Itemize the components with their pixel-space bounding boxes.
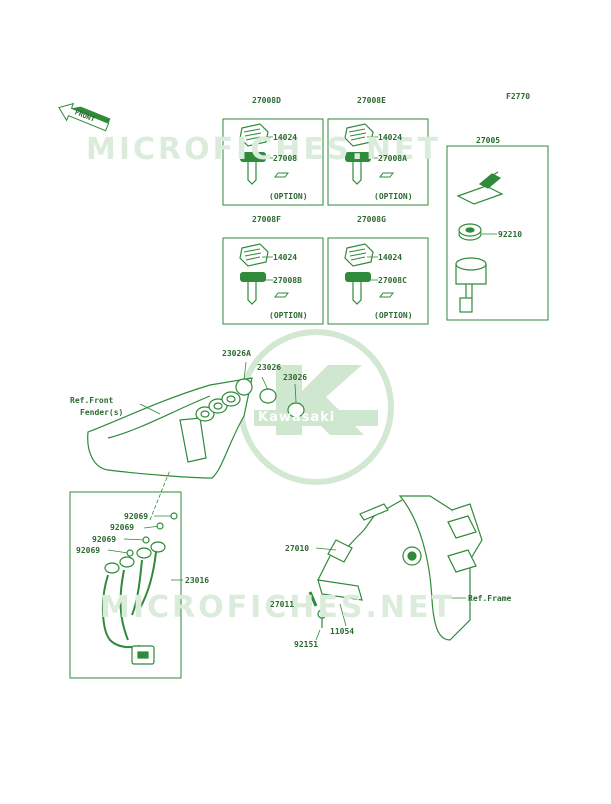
ignition-box-27005 bbox=[446, 145, 549, 321]
bolt-label: 92151 bbox=[294, 640, 319, 649]
key-note-3: (OPTION) bbox=[269, 311, 308, 320]
key-set-title-2: 27008E bbox=[357, 96, 386, 105]
key-label-3: 27008B bbox=[273, 276, 302, 285]
key-note-2: (OPTION) bbox=[374, 192, 413, 201]
key-label-4: 27008C bbox=[378, 276, 407, 285]
watermark-top: MICROFICHES.NET bbox=[86, 132, 441, 167]
key-cap-label-1: 14024 bbox=[273, 133, 298, 142]
grommet-a-label: 23026A bbox=[222, 349, 251, 358]
grommet-label: 23026 bbox=[257, 363, 282, 372]
ref-frame-label: Ref.Frame bbox=[468, 594, 512, 603]
key-box-27008d bbox=[222, 118, 324, 206]
harness-drawing bbox=[101, 512, 183, 665]
key-cap-label-2: 14024 bbox=[378, 133, 403, 142]
key-note-1: (OPTION) bbox=[269, 192, 308, 201]
watermark-bottom: MICROFICHES.NET bbox=[100, 590, 455, 625]
ref-front-fender-label-1: Ref.Front bbox=[70, 396, 114, 405]
key-note-4: (OPTION) bbox=[374, 311, 413, 320]
key-set-title-3: 27008F bbox=[252, 215, 281, 224]
key-box-27008f bbox=[222, 237, 324, 325]
screw-label-2: 92069 bbox=[110, 523, 135, 532]
harness-box-23016 bbox=[69, 491, 182, 679]
figure-code: F2770 bbox=[506, 92, 531, 101]
lock-assy-label: 27010 bbox=[285, 544, 310, 553]
key-cap-label-3: 14024 bbox=[273, 253, 298, 262]
key-set-title-1: 27008D bbox=[252, 96, 281, 105]
ignition-title: 27005 bbox=[476, 136, 501, 145]
ignition-nut-label: 92210 bbox=[498, 230, 523, 239]
steering-lock-drawing bbox=[300, 495, 483, 641]
plate-label: 11054 bbox=[330, 627, 355, 636]
key-box-27008e bbox=[327, 118, 429, 206]
harness-label: 23016 bbox=[185, 576, 210, 585]
front-arrow-icon bbox=[58, 102, 111, 132]
screw-label-4: 92069 bbox=[76, 546, 101, 555]
spring-label: 27011 bbox=[270, 600, 295, 609]
key-label-2: 27008A bbox=[378, 154, 407, 163]
ignition-switch-drawing bbox=[455, 171, 504, 313]
key-set-title-4: 27008G bbox=[357, 215, 386, 224]
key-cap-label-4: 14024 bbox=[378, 253, 403, 262]
screw-label-3: 92069 bbox=[92, 535, 117, 544]
kawasaki-logo bbox=[238, 329, 394, 485]
kawasaki-logo-text: Kawasaki bbox=[258, 410, 336, 425]
ref-front-fender-label-2: Fender(s) bbox=[80, 408, 124, 417]
grommet-b-label: 23026 bbox=[283, 373, 308, 382]
key-label-1: 27008 bbox=[273, 154, 298, 163]
screw-label-1: 92069 bbox=[124, 512, 149, 521]
key-box-27008g bbox=[327, 237, 429, 325]
front-fender-drawing bbox=[87, 361, 305, 521]
